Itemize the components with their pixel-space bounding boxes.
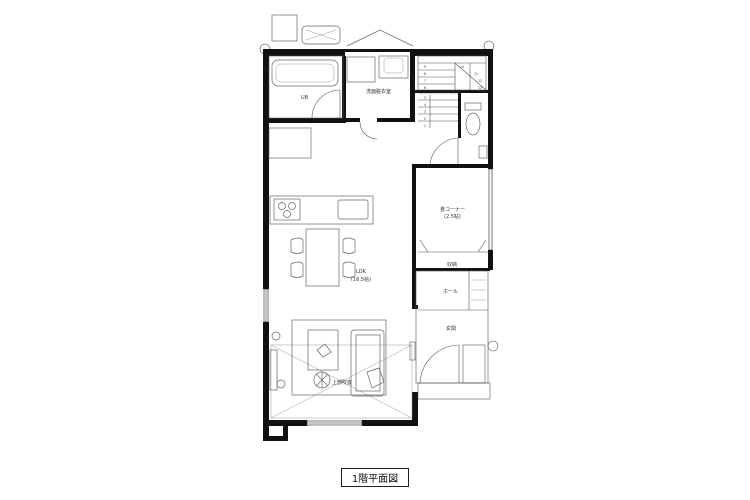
coffee-table bbox=[307, 329, 339, 371]
door-swing-washroom bbox=[359, 121, 378, 140]
room-label-entrance: 玄関 bbox=[446, 325, 456, 332]
stair-step-numbers: 1 2 3 4 5 6 7 8 9 10 11 12 13 bbox=[424, 65, 482, 128]
svg-text:8: 8 bbox=[424, 72, 426, 76]
tv-board bbox=[269, 349, 278, 391]
room-label-void: 上部吹抜 bbox=[332, 379, 352, 386]
dining-chairs bbox=[290, 237, 356, 278]
tatami-sliding-doors bbox=[418, 239, 488, 253]
room-label-hall: ホール bbox=[443, 289, 458, 295]
door-swing-toilet bbox=[429, 137, 459, 165]
outdoor-unit bbox=[271, 14, 298, 42]
void-above-marker bbox=[270, 344, 413, 419]
svg-text:7: 7 bbox=[424, 79, 426, 83]
room-label-tatami: 畳コーナー bbox=[440, 207, 465, 213]
room-label-unit-bath: UB bbox=[301, 95, 309, 101]
living-rug bbox=[291, 319, 387, 396]
plan-title-box: 1階平面図 bbox=[341, 468, 409, 487]
windows bbox=[263, 168, 493, 426]
dining-table bbox=[305, 228, 340, 287]
washing-machine-space bbox=[346, 56, 376, 83]
water-heater bbox=[301, 25, 341, 45]
svg-text:10: 10 bbox=[460, 65, 464, 69]
lamp bbox=[271, 331, 281, 341]
room-label-washroom: 洗面脱衣室 bbox=[366, 88, 391, 95]
bathtub bbox=[271, 59, 339, 87]
svg-text:6: 6 bbox=[424, 86, 426, 90]
svg-text:11: 11 bbox=[474, 72, 478, 76]
svg-text:3: 3 bbox=[424, 110, 426, 114]
svg-text:9: 9 bbox=[424, 65, 426, 69]
stove-hob bbox=[273, 198, 301, 221]
cushion-icon bbox=[316, 343, 332, 358]
roof-canopy bbox=[346, 29, 414, 47]
room-label-storage: 収納 bbox=[447, 261, 457, 268]
room-label-ldk: LDK bbox=[356, 269, 367, 275]
door-swing-ub bbox=[311, 89, 341, 119]
room-label-tatami-size: (2.5帖) bbox=[444, 213, 461, 220]
room-label-ldk-size: (16.5帖) bbox=[351, 276, 371, 283]
decor-plant-icon bbox=[313, 371, 331, 389]
staircase bbox=[417, 55, 487, 128]
side-table bbox=[276, 379, 286, 389]
svg-text:4: 4 bbox=[424, 103, 426, 107]
toilet-bowl bbox=[465, 112, 481, 136]
svg-text:13: 13 bbox=[478, 86, 482, 90]
armchair-icon bbox=[366, 367, 385, 389]
plan-title: 1階平面図 bbox=[351, 474, 399, 485]
column-marker bbox=[487, 340, 499, 352]
svg-text:12: 12 bbox=[478, 79, 482, 83]
sofa bbox=[350, 329, 385, 397]
kitchen-counter bbox=[269, 195, 374, 225]
kitchen-sink bbox=[337, 199, 369, 220]
svg-text:5: 5 bbox=[424, 96, 426, 100]
svg-text:2: 2 bbox=[424, 117, 426, 121]
walls bbox=[263, 49, 493, 441]
door-swing-entrance bbox=[419, 344, 460, 384]
washbasin-vanity bbox=[378, 55, 409, 79]
svg-text:1: 1 bbox=[424, 124, 426, 128]
